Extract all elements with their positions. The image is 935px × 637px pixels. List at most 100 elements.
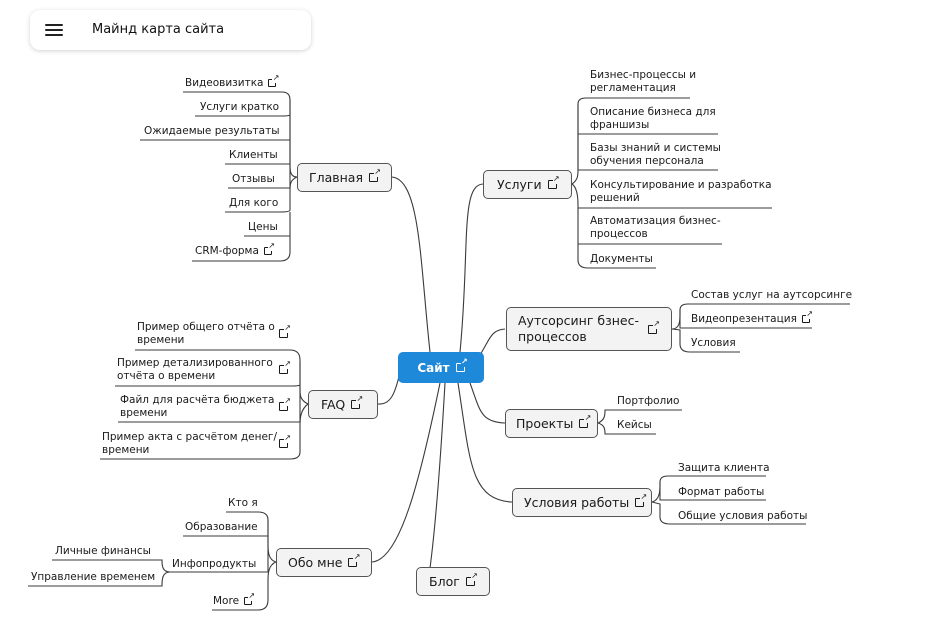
node-blog[interactable]: Блог — [416, 567, 490, 596]
leaf-line-2: обучения персонала — [590, 155, 704, 167]
leaf-label: Состав услуг на аутсорсинге — [691, 289, 853, 301]
external-link-icon — [263, 242, 275, 255]
leaf-label: Цены — [248, 221, 278, 233]
node-faq[interactable]: FAQ — [308, 390, 378, 419]
leaf-label: CRM-форма — [195, 245, 259, 257]
external-link-icon — [801, 310, 813, 323]
leaf-line-1: Файл для расчёта бюджета — [120, 394, 275, 406]
leaf-line-2: решений — [590, 192, 640, 204]
leaf-label: Портфолио — [617, 395, 680, 407]
leaf-line-2: времени — [120, 407, 168, 419]
external-link-icon — [279, 324, 291, 338]
page-title: Майнд карта сайта — [92, 22, 225, 37]
node-label: Блог — [429, 574, 460, 589]
node-label: Условия работы — [524, 495, 630, 510]
external-link-icon — [465, 572, 478, 586]
leaf-more[interactable]: More — [213, 592, 255, 608]
header-bar: Майнд карта сайта — [30, 10, 311, 50]
leaf-label: Отзывы — [232, 173, 275, 185]
leaf-line-1: Консультирование и разработка — [590, 179, 772, 191]
leaf-videovizitka[interactable]: Видеовизитка — [185, 74, 279, 90]
leaf-expected-results[interactable]: Ожидаемые результаты — [144, 125, 280, 138]
node-label: Проекты — [516, 416, 574, 431]
leaf-line-2: регламентация — [590, 82, 676, 94]
leaf-who-am-i[interactable]: Кто я — [228, 497, 258, 510]
leaf-label: More — [213, 595, 240, 607]
leaf-prices[interactable]: Цены — [248, 221, 278, 234]
external-link-icon — [648, 320, 660, 334]
external-link-icon — [279, 434, 291, 448]
external-link-icon — [455, 358, 468, 372]
leaf-label: Управление временем — [31, 571, 156, 583]
leaf-line-1: Бизнес-процессы и — [590, 69, 697, 81]
external-link-icon — [369, 168, 381, 182]
node-label: Услуги — [497, 177, 542, 192]
leaf-line-2: франшизы — [590, 119, 650, 131]
external-link-icon — [579, 414, 591, 428]
leaf-clients[interactable]: Клиенты — [229, 149, 278, 162]
node-label-line-1: Аутсорсинг бзнес- — [518, 313, 639, 328]
leaf-label: Защита клиента — [678, 462, 770, 474]
external-link-icon — [348, 553, 360, 567]
leaf-label: Услуги кратко — [200, 101, 280, 113]
leaf-line-1: Пример акта с расчётом денег/ — [102, 431, 277, 443]
leaf-crm-form[interactable]: CRM-форма — [195, 242, 275, 258]
external-link-icon — [547, 175, 560, 189]
leaf-conditions[interactable]: Условия — [691, 337, 736, 350]
leaf-automation[interactable]: Автоматизация бизнес-процессов — [590, 215, 721, 241]
leaf-cases[interactable]: Кейсы — [617, 419, 652, 432]
hamburger-menu-icon[interactable] — [45, 23, 63, 37]
leaf-video-presentation[interactable]: Видеопрезентация — [691, 310, 813, 326]
node-label-line-2: процессов — [518, 329, 587, 344]
leaf-for-whom[interactable]: Для кого — [229, 197, 278, 210]
leaf-line-2: процессов — [590, 228, 648, 240]
leaf-line-1: Пример детализированного — [117, 357, 273, 369]
leaf-label: Для кого — [229, 197, 279, 209]
node-label: Главная — [309, 170, 363, 185]
leaf-label: Видеовизитка — [185, 77, 264, 89]
node-main[interactable]: Главная — [297, 163, 392, 192]
leaf-services-short[interactable]: Услуги кратко — [200, 101, 279, 114]
leaf-portfolio[interactable]: Портфолио — [617, 395, 679, 408]
external-link-icon — [268, 74, 279, 87]
leaf-infoproducts[interactable]: Инфопродукты — [172, 558, 256, 571]
external-link-icon — [279, 397, 291, 411]
external-link-icon — [351, 395, 363, 409]
leaf-work-format[interactable]: Формат работы — [678, 486, 764, 499]
leaf-line-2: времени — [137, 334, 185, 346]
external-link-icon — [635, 493, 647, 507]
node-label: Сайт — [417, 360, 450, 375]
external-link-icon — [279, 360, 291, 374]
leaf-label: Условия — [691, 337, 736, 349]
node-root-site[interactable]: Сайт — [398, 352, 484, 383]
leaf-documents[interactable]: Документы — [590, 253, 653, 266]
leaf-label: Личные финансы — [55, 545, 151, 557]
leaf-label: Ожидаемые результаты — [144, 125, 280, 137]
leaf-line-1: Пример общего отчёта о — [137, 321, 275, 333]
leaf-act-example[interactable]: Пример акта с расчётом денег/времени — [102, 431, 277, 457]
leaf-education[interactable]: Образование — [185, 521, 258, 534]
node-outsourcing[interactable]: Аутсорсинг бзнес-процессов — [506, 307, 672, 351]
external-link-icon — [244, 592, 255, 605]
leaf-personal-finance[interactable]: Личные финансы — [55, 545, 151, 558]
node-work-terms[interactable]: Условия работы — [512, 488, 652, 517]
leaf-label: Кейсы — [617, 419, 652, 431]
node-about-me[interactable]: Обо мне — [276, 548, 372, 577]
leaf-line-1: Описание бизнеса для — [590, 106, 716, 118]
node-projects[interactable]: Проекты — [505, 409, 598, 438]
leaf-general-terms[interactable]: Общие условия работы — [678, 510, 807, 523]
leaf-outsourcing-services[interactable]: Состав услуг на аутсорсинге — [691, 289, 852, 302]
leaf-time-management[interactable]: Управление временем — [31, 571, 155, 584]
leaf-label: Образование — [185, 521, 258, 533]
leaf-label: Видеопрезентация — [691, 313, 797, 325]
node-services[interactable]: Услуги — [483, 170, 572, 199]
leaf-client-protection[interactable]: Защита клиента — [678, 462, 770, 475]
leaf-reviews[interactable]: Отзывы — [232, 173, 275, 186]
